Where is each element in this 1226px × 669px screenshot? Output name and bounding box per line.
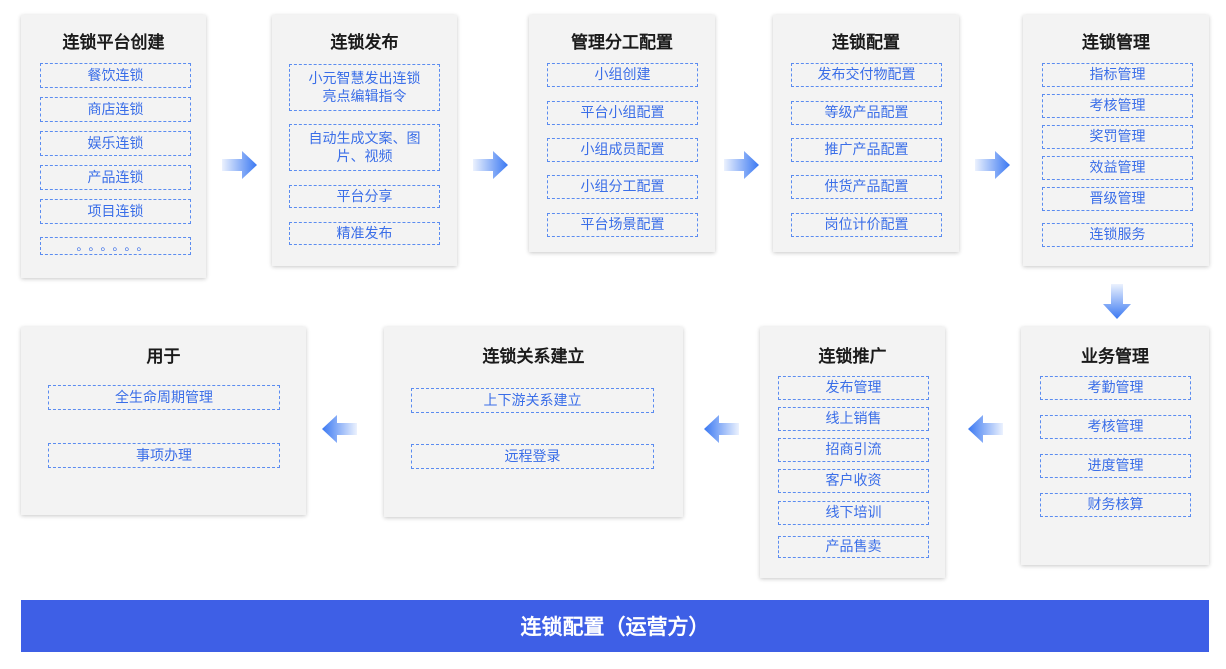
- step-card-relationship: 连锁关系建立 上下游关系建立 远程登录: [384, 327, 683, 517]
- step-item: 商店连锁: [40, 97, 191, 122]
- operator-banner: 连锁配置（运营方）: [21, 600, 1209, 652]
- step-card-chain-management: 连锁管理 指标管理 考核管理 奖罚管理 效益管理 晋级管理 连锁服务: [1023, 15, 1209, 266]
- step-item: 平台小组配置: [547, 101, 698, 125]
- step-item: 考核管理: [1040, 415, 1191, 439]
- step-card-division-config: 管理分工配置 小组创建 平台小组配置 小组成员配置 小组分工配置 平台场景配置: [529, 15, 715, 252]
- step-item: 小组创建: [547, 63, 698, 87]
- step-item: 线上销售: [778, 407, 929, 431]
- step-item: 推广产品配置: [791, 138, 942, 162]
- step-item: 进度管理: [1040, 454, 1191, 478]
- step-item: 上下游关系建立: [411, 388, 654, 413]
- step-item: 等级产品配置: [791, 101, 942, 125]
- step-card-chain-promotion: 连锁推广 发布管理 线上销售 招商引流 客户收资 线下培训 产品售卖: [760, 327, 945, 578]
- step-item: 发布管理: [778, 376, 929, 400]
- step-card-publish: 连锁发布 小元智慧发出连锁 亮点编辑指令 自动生成文案、图 片、视频 平台分享 …: [272, 15, 457, 266]
- step-item: 连锁服务: [1042, 223, 1193, 247]
- step-item: 全生命周期管理: [48, 385, 280, 410]
- step-item: 奖罚管理: [1042, 125, 1193, 149]
- arrow-left-icon: [704, 415, 739, 443]
- step-item: 事项办理: [48, 443, 280, 468]
- step-item: 餐饮连锁: [40, 63, 191, 88]
- step-title: 管理分工配置: [571, 33, 673, 53]
- step-item: 小组成员配置: [547, 138, 698, 162]
- step-item: 效益管理: [1042, 156, 1193, 180]
- step-item: 招商引流: [778, 438, 929, 462]
- step-title: 连锁发布: [330, 33, 399, 53]
- step-title: 连锁推广: [818, 347, 887, 367]
- step-card-usage: 用于 全生命周期管理 事项办理: [21, 327, 306, 515]
- step-item: 小组分工配置: [547, 175, 698, 199]
- step-card-platform-creation: 连锁平台创建 餐饮连锁 商店连锁 娱乐连锁 产品连锁 项目连锁 。。。。。。: [21, 15, 206, 278]
- arrow-right-icon: [975, 151, 1010, 179]
- step-item: 客户收资: [778, 469, 929, 493]
- arrow-down-icon: [1103, 284, 1131, 319]
- step-item: 产品售卖: [778, 536, 929, 558]
- step-item: 岗位计价配置: [791, 213, 942, 237]
- step-item: 晋级管理: [1042, 187, 1193, 211]
- step-item: 小元智慧发出连锁 亮点编辑指令: [289, 64, 440, 111]
- step-item: 指标管理: [1042, 63, 1193, 87]
- step-item: 考核管理: [1042, 94, 1193, 118]
- step-card-chain-config: 连锁配置 发布交付物配置 等级产品配置 推广产品配置 供货产品配置 岗位计价配置: [773, 15, 959, 252]
- arrow-right-icon: [222, 151, 257, 179]
- step-item: 产品连锁: [40, 165, 191, 190]
- step-item: 平台分享: [289, 185, 440, 208]
- step-title: 业务管理: [1081, 347, 1149, 367]
- step-item: 考勤管理: [1040, 376, 1191, 400]
- step-item: 项目连锁: [40, 199, 191, 224]
- step-item: 娱乐连锁: [40, 131, 191, 156]
- step-item: 自动生成文案、图 片、视频: [289, 124, 440, 171]
- step-title: 连锁关系建立: [482, 347, 585, 367]
- arrow-left-icon: [322, 415, 357, 443]
- step-title: 连锁管理: [1082, 33, 1150, 53]
- arrow-left-icon: [968, 415, 1003, 443]
- step-card-business-management: 业务管理 考勤管理 考核管理 进度管理 财务核算: [1021, 327, 1209, 565]
- arrow-right-icon: [473, 151, 508, 179]
- step-item: 财务核算: [1040, 493, 1191, 517]
- step-item: 远程登录: [411, 444, 654, 469]
- step-item: 发布交付物配置: [791, 63, 942, 87]
- step-title: 连锁平台创建: [62, 33, 165, 53]
- step-item: 平台场景配置: [547, 213, 698, 237]
- arrow-right-icon: [724, 151, 759, 179]
- step-title: 连锁配置: [832, 33, 900, 53]
- step-title: 用于: [146, 347, 181, 367]
- step-item: 供货产品配置: [791, 175, 942, 199]
- step-item: 精准发布: [289, 222, 440, 245]
- step-item-ellipsis: 。。。。。。: [40, 237, 191, 255]
- step-item: 线下培训: [778, 501, 929, 525]
